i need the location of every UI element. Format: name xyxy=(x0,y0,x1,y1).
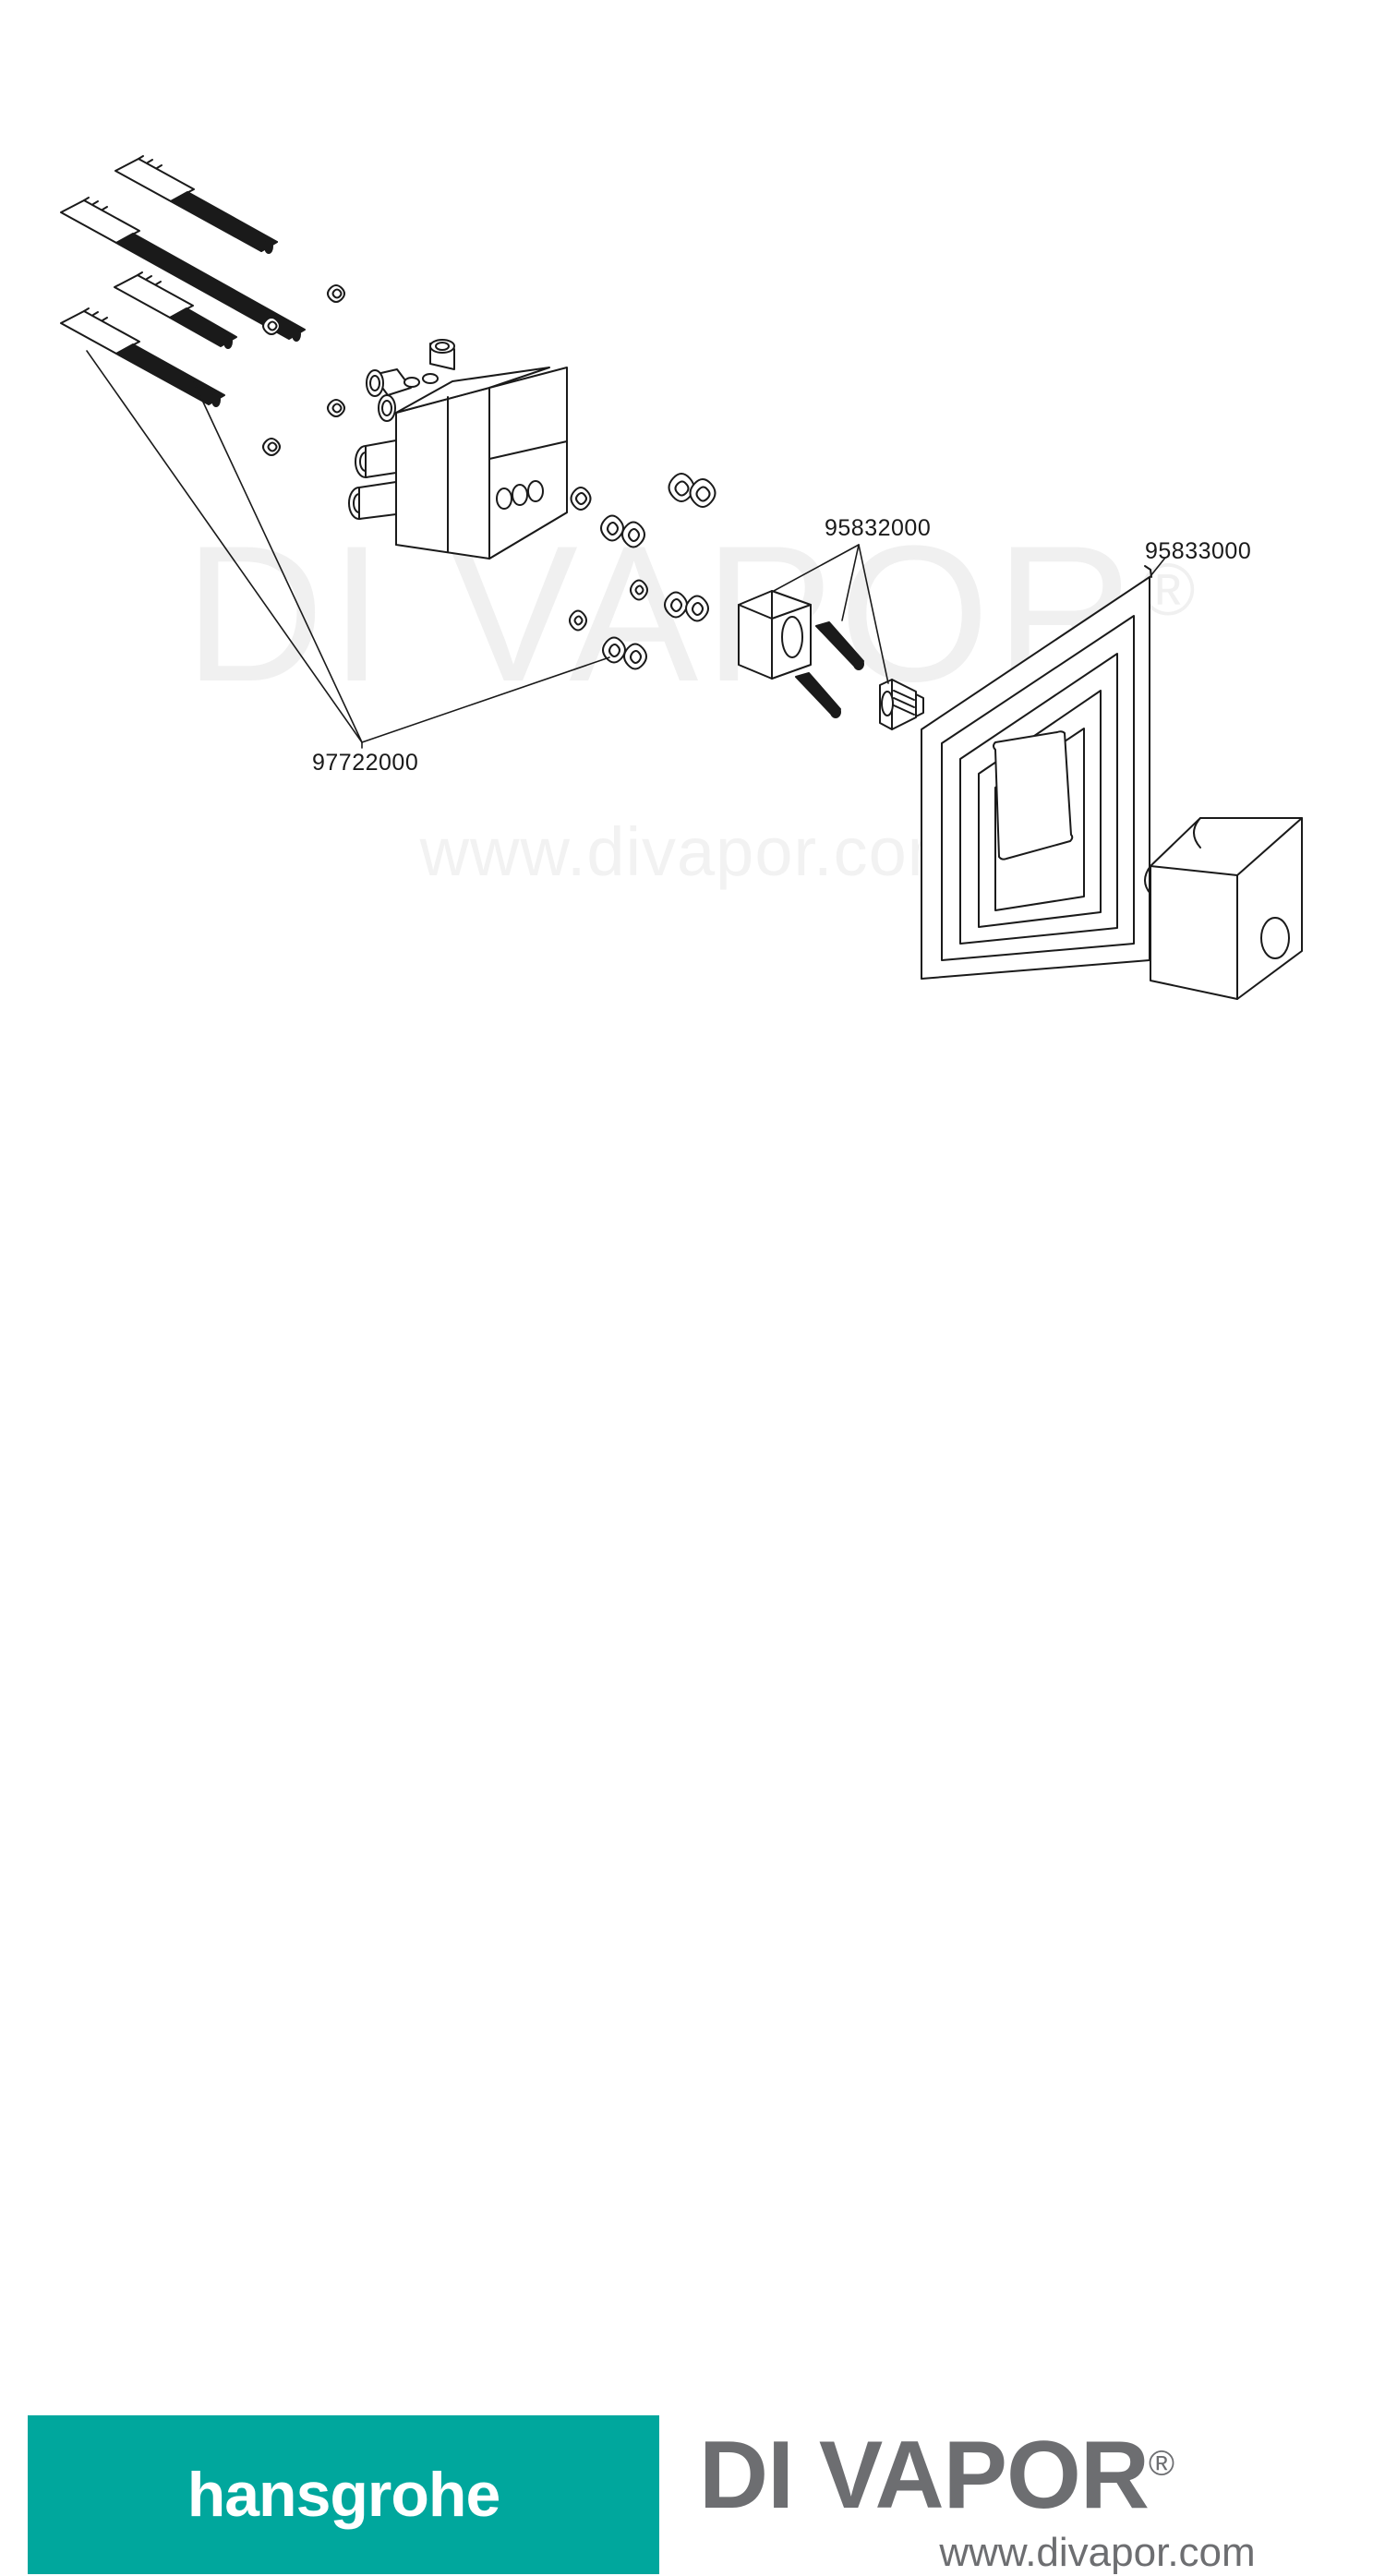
escutcheon-plate xyxy=(921,565,1152,980)
sleeve-nipple xyxy=(879,679,924,730)
bolt-assembly-1 xyxy=(114,155,278,254)
watermark-brand: DI VAPOR® xyxy=(0,517,1385,711)
leader-line-95833000 xyxy=(1150,557,1166,577)
sleeve-screw-1 xyxy=(815,621,864,670)
hansgrohe-logo-text: hansgrohe xyxy=(187,2460,501,2530)
watermark-brand-text: DI VAPOR xyxy=(184,505,1141,722)
divapor-logo: DI VAPOR® xyxy=(699,2421,1364,2531)
footer: hansgrohe DI VAPOR® www.divapor.com xyxy=(0,1200,1385,2575)
extension-sleeve xyxy=(738,590,812,680)
part-label-97722000: 97722000 xyxy=(312,750,419,776)
divapor-logo-text: DI VAPOR xyxy=(699,2422,1150,2529)
handle-cap xyxy=(1144,817,1303,1000)
divapor-url: www.divapor.com xyxy=(939,2530,1256,2575)
washer-small-group xyxy=(262,284,345,456)
o-ring-group xyxy=(569,473,717,670)
divapor-registered-mark: ® xyxy=(1149,2444,1174,2484)
watermark-url: www.divapor.com xyxy=(419,813,966,890)
part-label-95832000: 95832000 xyxy=(825,515,932,541)
exploded-parts-diagram xyxy=(60,155,1303,1000)
valve-body xyxy=(348,339,568,560)
leader-lines-97722000 xyxy=(86,350,610,749)
bolt-assembly-3 xyxy=(114,271,237,349)
diagram-page: DI VAPOR® www.divapor.com xyxy=(0,155,1385,2575)
bolt-assembly-2 xyxy=(60,197,306,342)
sleeve-screw-2 xyxy=(795,672,841,718)
part-label-95833000: 95833000 xyxy=(1145,538,1252,564)
leader-lines-95832000 xyxy=(773,544,889,684)
